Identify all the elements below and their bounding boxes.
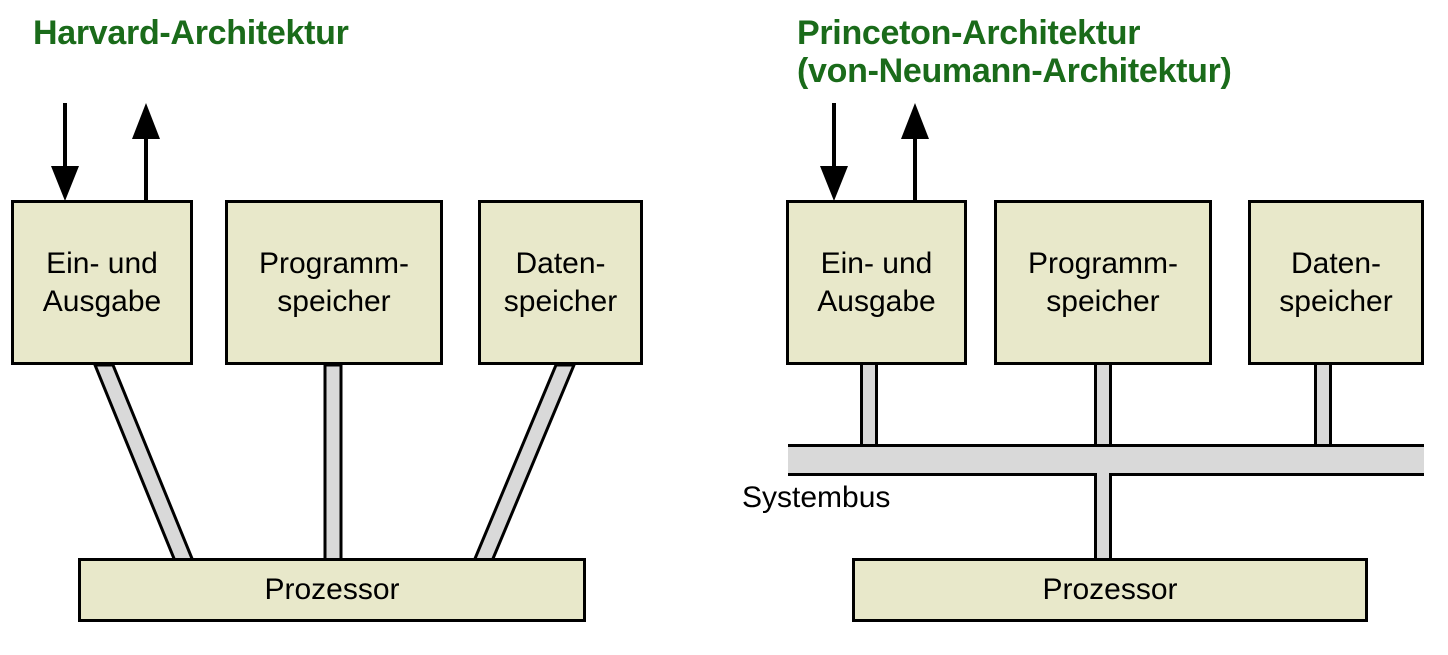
princeton-output-arrow — [901, 103, 929, 201]
connector-data-processor — [471, 363, 577, 563]
princeton-connector-bus-processor — [1094, 473, 1112, 560]
harvard-box-processor[interactable]: Prozessor — [78, 558, 586, 622]
harvard-input-arrow — [51, 103, 79, 201]
connector-program-processor — [323, 363, 343, 563]
princeton-box-io-label: Ein- und Ausgabe — [817, 246, 936, 318]
princeton-box-program-memory[interactable]: Programm- speicher — [994, 200, 1212, 365]
harvard-box-program-memory[interactable]: Programm- speicher — [225, 200, 443, 365]
harvard-box-data-memory-label: Daten- speicher — [503, 246, 618, 318]
harvard-box-data-memory[interactable]: Daten- speicher — [478, 200, 643, 365]
harvard-box-io-label: Ein- und Ausgabe — [42, 246, 162, 318]
princeton-connector-program-bus — [1094, 363, 1112, 447]
princeton-box-io[interactable]: Ein- und Ausgabe — [786, 200, 967, 365]
princeton-title-line2: (von-Neumann-Architektur) — [797, 52, 1232, 90]
princeton-box-program-memory-label: Programm- speicher — [1027, 246, 1178, 318]
harvard-box-program-memory-label: Programm- speicher — [258, 246, 409, 318]
harvard-box-io[interactable]: Ein- und Ausgabe — [11, 200, 193, 365]
harvard-box-processor-label: Prozessor — [264, 573, 400, 606]
princeton-title-line1: Princeton-Architektur — [797, 14, 1141, 52]
connector-io-processor — [92, 363, 196, 563]
princeton-connector-data-bus — [1314, 363, 1332, 447]
princeton-system-bus-label: Systembus — [742, 481, 891, 514]
harvard-title: Harvard-Architektur — [33, 14, 349, 52]
princeton-box-data-memory-label: Daten- speicher — [1279, 246, 1393, 318]
princeton-system-bus[interactable] — [788, 444, 1424, 476]
princeton-input-arrow — [820, 103, 848, 201]
princeton-box-data-memory[interactable]: Daten- speicher — [1248, 200, 1424, 365]
harvard-output-arrow — [132, 103, 160, 201]
princeton-box-processor[interactable]: Prozessor — [852, 558, 1368, 622]
princeton-box-processor-label: Prozessor — [1042, 573, 1178, 606]
princeton-connector-io-bus — [860, 363, 878, 447]
